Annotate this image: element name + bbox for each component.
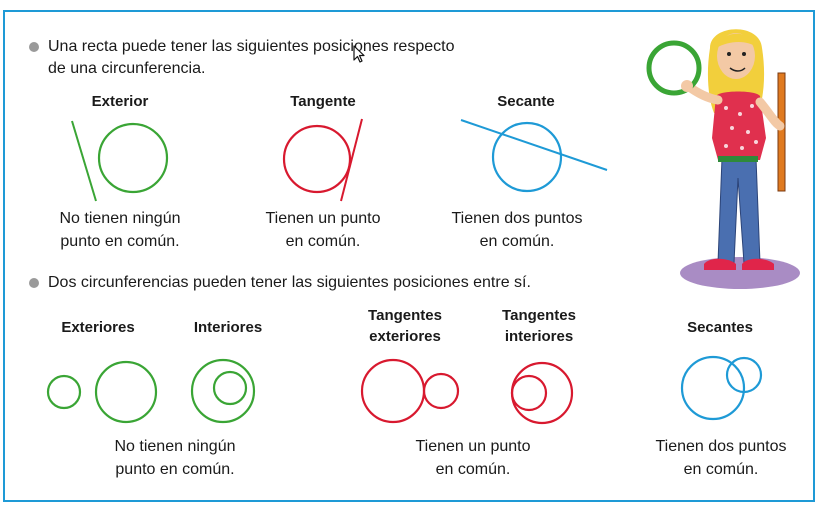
bullet-dot — [29, 278, 39, 288]
small-circle — [725, 356, 763, 394]
label-tangentes-exteriores-line2: exteriores — [369, 328, 441, 345]
tangent-line — [340, 118, 363, 202]
caption-circles-uno: Tienen un punto en común. — [388, 435, 558, 481]
caption-secante: Tienen dos puntos en común. — [432, 207, 602, 253]
figure-circles-exteriores — [46, 360, 158, 424]
label-interiores: Interiores — [193, 319, 263, 336]
figure-circles-secantes — [680, 355, 763, 421]
lines-intro-line1: Una recta puede tener las siguientes pos… — [48, 38, 455, 55]
caption-tangente-line1: Tienen un punto — [265, 210, 381, 227]
large-circle — [94, 360, 158, 424]
secant-circle — [491, 121, 563, 193]
caption-exterior-line2: punto en común. — [60, 233, 180, 250]
label-tangentes-interiores-line1: Tangentes — [502, 307, 576, 324]
large-circle — [680, 355, 746, 421]
caption-circles-uno-line2: en común. — [435, 461, 511, 478]
small-circle — [422, 372, 460, 410]
exterior-line — [71, 120, 97, 202]
label-tangentes-exteriores-line1: Tangentes — [368, 307, 442, 324]
label-tangentes-exteriores: Tangentes exteriores — [350, 305, 460, 347]
caption-circles-ninguno: No tienen ningún punto en común. — [90, 435, 260, 481]
bullet-dot — [29, 42, 39, 52]
figure-circles-tangentes-exteriores — [360, 358, 460, 424]
caption-secante-line1: Tienen dos puntos — [451, 210, 583, 227]
figure-line-secant — [460, 119, 608, 193]
secant-line — [460, 119, 608, 171]
mouse-cursor-icon — [353, 45, 365, 63]
figure-line-tangent — [282, 118, 363, 202]
inner-circle — [510, 374, 548, 412]
caption-circles-ninguno-line1: No tienen ningún — [114, 438, 236, 455]
circles-intro: Dos circunferencias pueden tener las sig… — [48, 274, 531, 291]
outer-circle — [510, 361, 574, 425]
caption-circles-uno-line1: Tienen un punto — [415, 438, 531, 455]
caption-circles-dos-line1: Tienen dos puntos — [655, 438, 787, 455]
label-exteriores: Exteriores — [61, 319, 135, 336]
caption-circles-ninguno-line2: punto en común. — [115, 461, 235, 478]
caption-circles-dos-line2: en común. — [683, 461, 759, 478]
small-circle — [46, 374, 82, 410]
content-frame — [3, 10, 815, 502]
exterior-circle — [97, 122, 169, 194]
figure-circles-tangentes-interiores — [510, 361, 574, 425]
figure-line-exterior — [71, 120, 169, 202]
label-tangentes-interiores: Tangentes interiores — [484, 305, 594, 347]
label-secantes: Secantes — [687, 319, 753, 336]
caption-tangente-line2: en común. — [285, 233, 361, 250]
tangent-circle — [282, 124, 352, 194]
caption-exterior-line1: No tienen ningún — [59, 210, 181, 227]
lines-intro-line2: de una circunferencia. — [48, 60, 206, 77]
label-secante: Secante — [497, 93, 555, 110]
caption-circles-dos: Tienen dos puntos en común. — [636, 435, 806, 481]
caption-exterior: No tienen ningún punto en común. — [40, 207, 200, 253]
outer-circle — [190, 358, 256, 424]
inner-circle — [212, 370, 248, 406]
caption-secante-line2: en común. — [479, 233, 555, 250]
lines-intro: Una recta puede tener las siguientes pos… — [48, 36, 608, 80]
label-exterior: Exterior — [91, 93, 149, 110]
girl-with-hoop-illustration — [646, 29, 800, 289]
label-tangente: Tangente — [290, 93, 356, 110]
label-tangentes-interiores-line2: interiores — [504, 328, 574, 345]
large-circle — [360, 358, 426, 424]
figure-circles-interiores — [190, 358, 256, 424]
caption-tangente: Tienen un punto en común. — [243, 207, 403, 253]
